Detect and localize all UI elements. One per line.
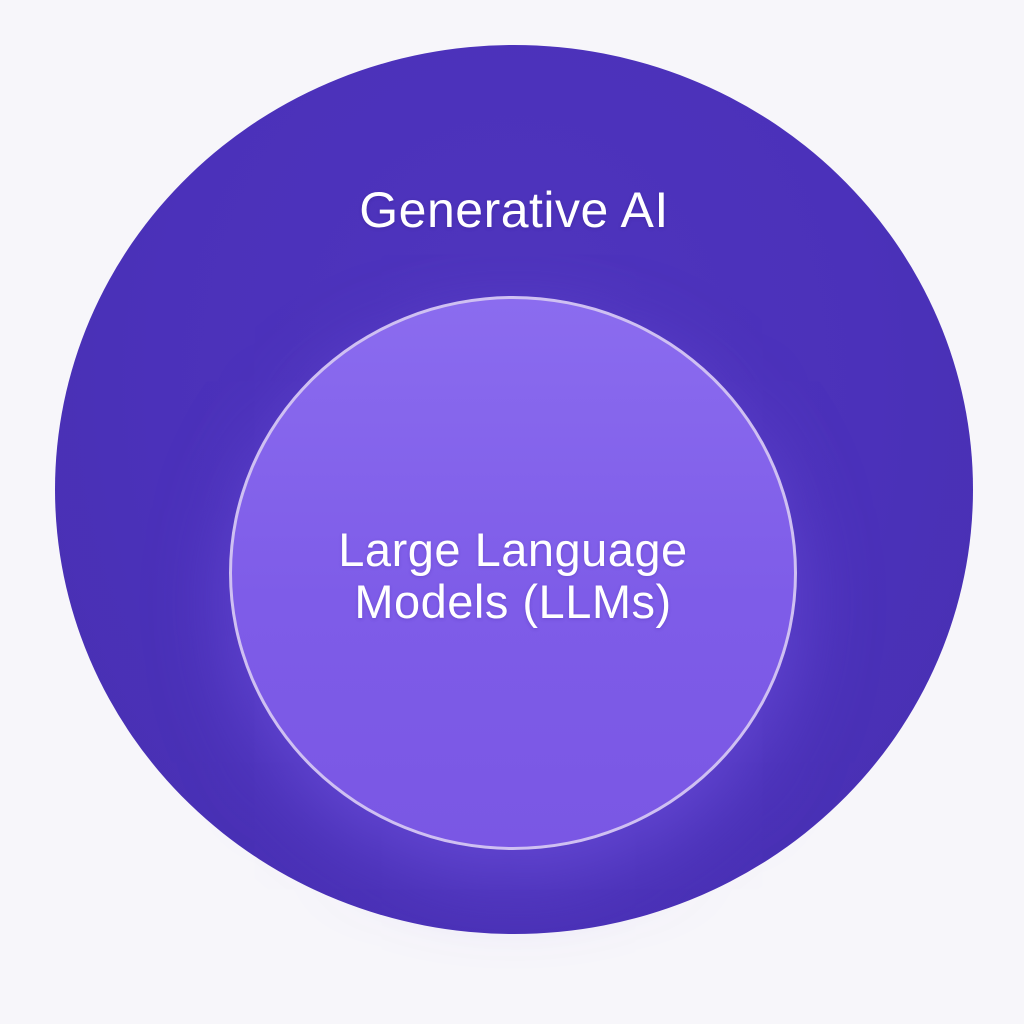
llm-label: Large Language Models (LLMs) (338, 524, 687, 628)
llm-label-line2: Models (LLMs) (354, 575, 672, 628)
llm-label-line1: Large Language (338, 523, 688, 576)
generative-ai-label: Generative AI (359, 182, 669, 238)
llm-circle: Large Language Models (LLMs) (229, 296, 797, 850)
generative-ai-circle: Generative AI Large Language Models (LLM… (55, 45, 973, 934)
